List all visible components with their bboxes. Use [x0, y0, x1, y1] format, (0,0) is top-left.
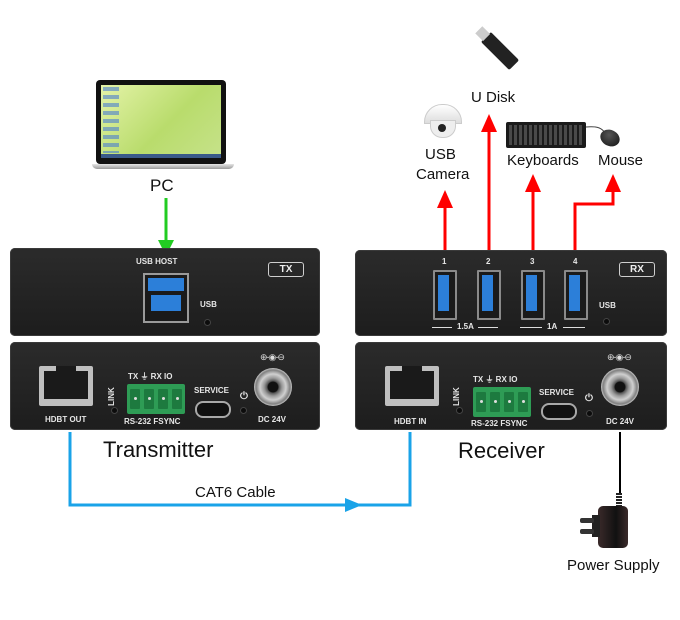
tx-usb-led-label: USB [200, 300, 217, 309]
laptop-base [92, 164, 234, 169]
rx-top-panel: 1 2 3 4 1.5A 1A USB RX [355, 250, 667, 336]
laptop-taskbar [101, 154, 221, 158]
tx-badge: TX [268, 262, 304, 277]
rx-usb-port-2[interactable] [477, 270, 501, 320]
port2-arrowhead [481, 114, 497, 132]
cat6-cable-line [68, 432, 412, 507]
rx-usb-port-3[interactable] [521, 270, 545, 320]
port4-arrowhead [605, 174, 621, 192]
pc-label: PC [150, 176, 174, 195]
rx-power-icon: ⏻ [585, 393, 593, 404]
laptop-image [92, 80, 234, 174]
tx-usb-led [205, 320, 210, 325]
tx-hdbt-out-port[interactable] [39, 366, 93, 406]
laptop-wallpaper [101, 85, 221, 158]
usb-camera-label-line1: USB [425, 146, 456, 163]
rx-port-2-label: 2 [486, 257, 491, 266]
keyboards-label: Keyboards [507, 152, 579, 169]
rx-terminal-bottom-label: RS-232 FSYNC [471, 419, 528, 428]
rx-service-usb-c-port[interactable] [541, 403, 577, 420]
rx-port-4-label: 4 [573, 257, 578, 266]
usb-camera-icon [424, 104, 462, 138]
port4-to-mouse-line [573, 190, 615, 250]
rx-1a-divider-left [520, 327, 542, 328]
rx-current-group-1a: 1A [547, 322, 558, 331]
rx-usb-led [604, 319, 609, 324]
rx-dc-polarity-icon: ⊕-◉-⊖ [607, 352, 632, 362]
rx-1-5a-divider-right [478, 327, 498, 328]
mouse-label: Mouse [598, 152, 644, 169]
tx-terminal-block[interactable] [127, 384, 185, 414]
tx-power-led [241, 408, 246, 413]
laptop-screen [96, 80, 226, 164]
keyboard-icon [506, 122, 586, 148]
rx-power-led [587, 411, 592, 416]
rx-terminal-top-label: TX ⏚ RX IO [473, 375, 518, 384]
laptop-desktop-icons [103, 87, 119, 153]
port1-arrowhead [437, 190, 453, 208]
u-disk-label: U Disk [471, 89, 516, 106]
tx-hdbt-out-label: HDBT OUT [45, 415, 87, 424]
rx-usb-port-4[interactable] [564, 270, 588, 320]
rx-bottom-panel: HDBT IN LINK TX ⏚ RX IO RS-232 FSYNC SER… [355, 342, 667, 430]
rx-link-led [457, 408, 462, 413]
tx-terminal-bottom-label: RS-232 FSYNC [124, 417, 181, 426]
tx-usb-host-label: USB HOST [136, 257, 178, 266]
rx-usb-led-label: USB [599, 301, 616, 310]
rx-service-label: SERVICE [539, 388, 574, 397]
tx-terminal-top-label: TX ⏚ RX IO [128, 372, 173, 381]
cat6-arrowhead [345, 498, 362, 512]
receiver-title: Receiver [458, 438, 545, 463]
tx-dc-jack[interactable] [254, 368, 292, 406]
tx-dc-polarity-icon: ⊕-◉-⊖ [260, 352, 285, 362]
rx-link-label: LINK [451, 387, 461, 406]
tx-service-label: SERVICE [194, 386, 229, 395]
tx-bottom-panel: HDBT OUT LINK TX ⏚ RX IO RS-232 FSYNC SE… [10, 342, 320, 430]
transmitter-title: Transmitter [103, 437, 214, 462]
rx-hdbt-in-port[interactable] [385, 366, 439, 406]
rx-usb-port-1[interactable] [433, 270, 457, 320]
tx-service-usb-c-port[interactable] [195, 401, 231, 418]
tx-dc-label: DC 24V [258, 415, 287, 424]
tx-link-label: LINK [106, 387, 116, 406]
rx-hdbt-in-label: HDBT IN [394, 417, 427, 426]
usb-camera-label-line2: Camera [416, 166, 470, 183]
port3-arrowhead [525, 174, 541, 192]
rx-badge: RX [619, 262, 655, 277]
rx-1a-divider-right [563, 327, 585, 328]
power-supply-label: Power Supply [567, 557, 660, 574]
rx-current-group-1-5a: 1.5A [457, 322, 474, 331]
tx-power-icon: ⏻ [240, 391, 248, 402]
tx-link-led [112, 408, 117, 413]
rx-dc-label: DC 24V [606, 417, 635, 426]
tx-usb-b-port[interactable] [143, 273, 189, 323]
cat6-cable-label: CAT6 Cable [195, 484, 276, 501]
rx-dc-jack[interactable] [601, 368, 639, 406]
rx-1-5a-divider-left [432, 327, 452, 328]
rx-port-1-label: 1 [442, 257, 447, 266]
tx-top-panel: USB HOST USB TX [10, 248, 320, 336]
rx-port-3-label: 3 [530, 257, 535, 266]
power-supply-icon [580, 493, 628, 551]
rx-terminal-block[interactable] [473, 387, 531, 417]
